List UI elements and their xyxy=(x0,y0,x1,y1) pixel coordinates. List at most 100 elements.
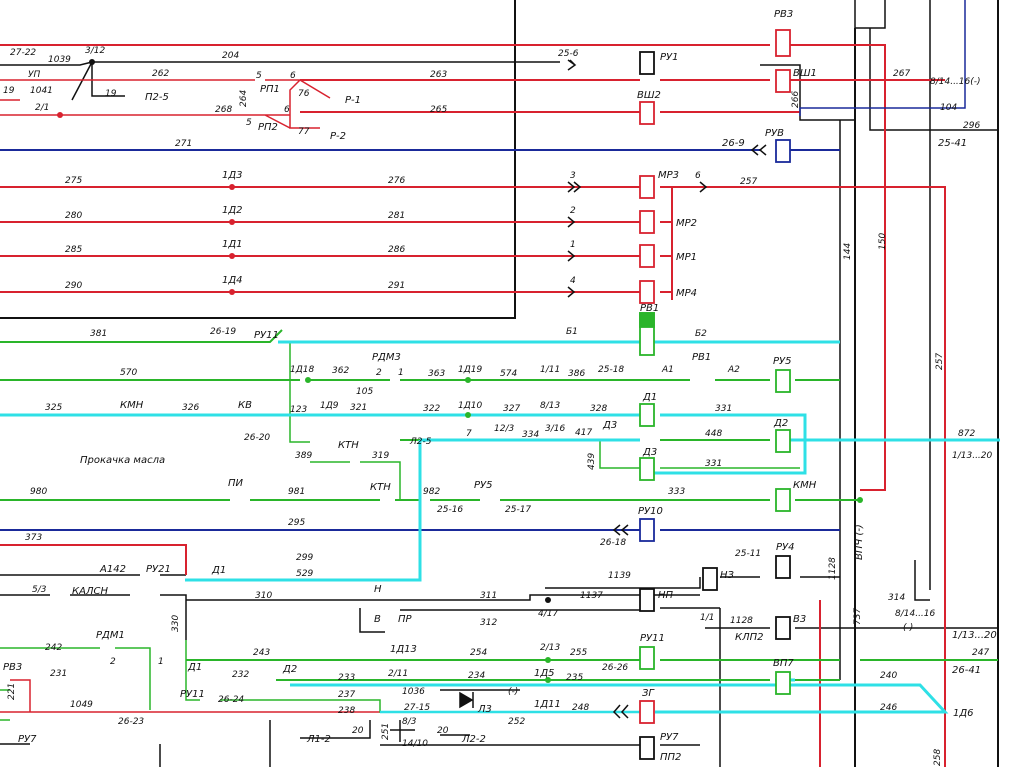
label-w_242: 242 xyxy=(45,643,62,653)
label-w_1d3: 1Д3 xyxy=(222,170,243,181)
relay-rv1-top xyxy=(639,312,655,328)
label-w_295: 295 xyxy=(288,518,305,528)
label-w_n: Н xyxy=(374,584,382,595)
label-w_1049: 1049 xyxy=(70,700,93,710)
label-w_258: 258 xyxy=(933,749,943,766)
label-w_19a: 19 xyxy=(3,86,15,96)
label-w_2b: 2 xyxy=(376,368,382,378)
label-w_b1: Б1 xyxy=(566,327,578,337)
label-w_26_19: 26-19 xyxy=(210,327,236,337)
label-w_vsh2: ВШ2 xyxy=(637,90,661,101)
label-w_zg: ЗГ xyxy=(642,688,655,699)
relay-d2 xyxy=(775,429,791,453)
label-w_311: 311 xyxy=(480,591,497,601)
label-w_243: 243 xyxy=(253,648,270,658)
label-w_ru10: РУ10 xyxy=(638,506,663,517)
label-w_3_16: 3/16 xyxy=(545,424,565,434)
label-w_275: 275 xyxy=(65,176,82,186)
label-w_kmn: КМН xyxy=(120,400,144,411)
label-w_331b: 331 xyxy=(705,459,722,469)
label-w_529: 529 xyxy=(296,569,313,579)
relay-mr4 xyxy=(639,280,655,304)
label-w_6c: 6 xyxy=(695,171,701,181)
label-w_319: 319 xyxy=(372,451,389,461)
label-w_ru5a: РУ5 xyxy=(773,356,792,367)
label-w_prokachka: Прокачка масла xyxy=(80,455,165,466)
label-w_872: 872 xyxy=(958,429,975,439)
label-w_d1a: Д1 xyxy=(642,392,657,403)
relay-ruv xyxy=(775,139,791,163)
relay-ru11 xyxy=(639,646,655,670)
label-w_12_3: 12/3 xyxy=(494,424,514,434)
relay-nz xyxy=(702,567,718,591)
label-w_2: 2 xyxy=(570,206,576,216)
label-w_p2_5: П2-5 xyxy=(145,92,169,103)
label-w_1d18: 1Д18 xyxy=(290,365,314,375)
label-w_286: 286 xyxy=(388,245,405,255)
relay-ru1 xyxy=(639,51,655,75)
label-w_276: 276 xyxy=(388,176,405,186)
label-w_231: 231 xyxy=(50,669,67,679)
label-w_77: 77 xyxy=(298,127,310,137)
label-w_ru4: РУ4 xyxy=(776,542,795,553)
label-w_d1b: Д1 xyxy=(211,565,226,576)
label-w_1_22: 27-22 xyxy=(10,48,36,58)
label-w_rv3: РВ3 xyxy=(774,9,793,20)
label-w_254: 254 xyxy=(470,648,487,658)
label-w_l3: Л3 xyxy=(477,704,492,715)
label-w_20a: 20 xyxy=(352,726,364,736)
label-w_up: УП xyxy=(28,70,40,80)
label-w_14_10: 14/10 xyxy=(402,739,428,749)
label-w_1139: 1139 xyxy=(608,571,631,581)
label-w_rv1b: РВ1 xyxy=(692,352,711,363)
relay-ru7 xyxy=(639,736,655,760)
contact-arrows xyxy=(567,59,767,719)
label-w_26_26: 26-26 xyxy=(602,663,628,673)
label-w_291: 291 xyxy=(388,281,405,291)
label-w_233: 233 xyxy=(338,673,355,683)
relay-mr3 xyxy=(639,175,655,199)
label-w_237: 237 xyxy=(338,690,355,700)
label-w_327: 327 xyxy=(503,404,520,414)
label-w_221: 221 xyxy=(7,683,17,700)
label-w_27_15: 27-15 xyxy=(404,703,430,713)
label-w_574: 574 xyxy=(500,369,517,379)
label-w_389: 389 xyxy=(295,451,312,461)
label-w_7: 7 xyxy=(466,429,472,439)
junction-dots xyxy=(57,59,863,683)
label-w_271: 271 xyxy=(175,139,192,149)
blue-wiring xyxy=(0,0,966,531)
label-w_pp2: ПП2 xyxy=(660,752,681,763)
label-w_381: 381 xyxy=(90,329,107,339)
label-w_ruv: РУВ xyxy=(765,128,784,139)
label-w_285: 285 xyxy=(65,245,82,255)
label-w_v3: В3 xyxy=(793,614,806,625)
green-wiring xyxy=(0,329,998,721)
relay-rv3 xyxy=(775,29,791,57)
label-w_255: 255 xyxy=(570,648,587,658)
label-w_321: 321 xyxy=(350,403,367,413)
label-w_1b: 1 xyxy=(398,368,404,378)
label-w_265: 265 xyxy=(430,105,447,115)
label-w_25_17: 25-17 xyxy=(505,505,531,515)
label-w_2_1: 2/1 xyxy=(35,103,49,113)
label-w_a1: А1 xyxy=(661,365,674,375)
label-w_1039: 1039 xyxy=(48,55,71,65)
label-w_737: 737 xyxy=(853,608,863,625)
label-w_26_23: 26-23 xyxy=(118,717,144,727)
label-w_25_18: 25-18 xyxy=(598,365,624,375)
label-w_280: 280 xyxy=(65,211,82,221)
label-w_267: 267 xyxy=(893,69,910,79)
label-w_76: 76 xyxy=(298,89,310,99)
label-w_26_18: 26-18 xyxy=(600,538,626,548)
label-w_kv: КВ xyxy=(238,400,252,411)
label-w_25_41: 25-41 xyxy=(938,138,967,149)
label-w_kalsn: КАЛСН xyxy=(72,586,108,597)
label-w_235: 235 xyxy=(566,673,583,683)
relay-mr1 xyxy=(639,244,655,268)
label-w_26_41: 26-41 xyxy=(952,665,981,676)
label-w_r1: Р-1 xyxy=(345,95,361,106)
label-w_8_14: 8/14...16(-) xyxy=(930,77,981,87)
label-w_331a: 331 xyxy=(715,404,732,414)
